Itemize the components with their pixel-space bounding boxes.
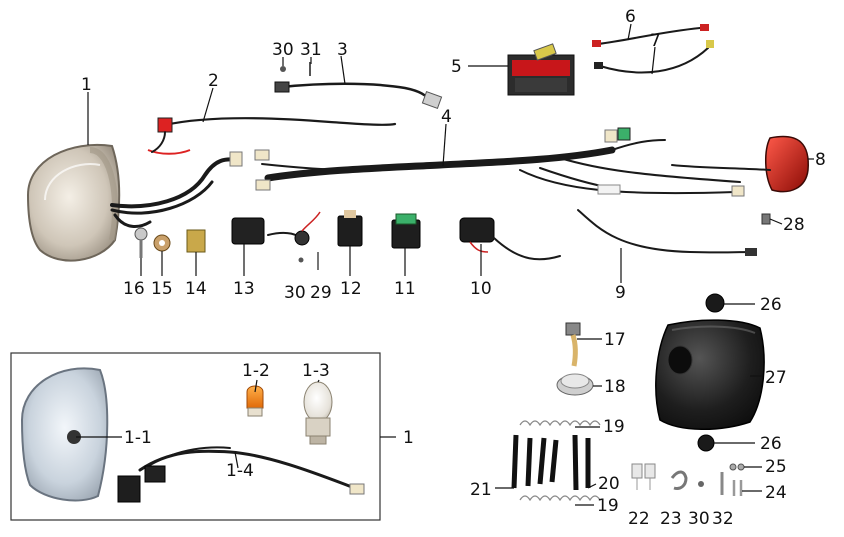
washer-15 [153,234,171,252]
headlight-assembly [26,144,243,262]
indicator-bulb-1-2 [246,385,264,417]
callout-11: 11 [394,279,416,299]
nuts-25 [729,463,745,471]
callout-1-3: 1-3 [302,361,330,381]
fuel-cap-18 [556,373,594,396]
callout-10: 10 [470,279,492,299]
hose-clamps-19-bottom [519,495,601,502]
callout-1-4: 1-4 [226,461,254,481]
screw-30-bottom [698,481,704,487]
callout-1-1: 1-1 [124,428,152,448]
callout-2-harness: 2 [208,71,219,91]
callout-30-top: 30 [272,40,294,60]
callout-labels: 1 2 30 31 3 4 5 6 7 8 28 9 16 15 14 13 3… [81,7,826,529]
screws-30-29 [298,252,319,270]
leader-lines [76,23,814,506]
callout-18: 18 [604,377,626,397]
relay-12 [337,210,363,247]
cdi-unit-11 [391,213,421,249]
callout-12: 12 [340,279,362,299]
filter-22 [631,463,656,490]
callout-13: 13 [233,279,255,299]
callout-16: 16 [123,279,145,299]
callout-6: 6 [625,7,636,27]
module-13 [231,211,321,246]
callout-1-inset: 1 [403,428,414,448]
callout-7: 7 [650,31,661,51]
callout-19-top: 19 [603,417,625,437]
grommet-26-top [705,293,725,313]
headlight-bulb-1-3 [303,381,333,445]
callout-26-top: 26 [760,295,782,315]
callout-9: 9 [615,283,626,303]
callout-15: 15 [151,279,173,299]
battery-cables [592,24,714,74]
lead-wire-9 [577,209,757,256]
callout-20: 20 [598,474,620,494]
hoses-21 [511,434,559,489]
callout-17: 17 [604,330,626,350]
tail-light [671,135,809,193]
callout-23: 23 [660,509,682,529]
callout-26-bottom: 26 [760,434,782,454]
callout-29: 29 [310,283,332,303]
callout-31: 31 [300,40,322,60]
callout-22: 22 [628,509,650,529]
headlight-socket-harness-1-4 [117,446,365,503]
bolts-24 [732,480,743,496]
callout-3: 3 [337,40,348,60]
fuel-tank-27 [655,319,765,430]
callout-30-bottom: 30 [688,509,710,529]
ignition-coil-10 [459,217,561,261]
callout-1-headlight: 1 [81,75,92,95]
callout-27: 27 [765,368,787,388]
clip-14 [186,229,206,253]
ignition-harness [147,117,397,155]
bolt-16 [134,227,148,258]
callout-24: 24 [765,483,787,503]
grommet-26-bottom [697,434,715,452]
battery [507,43,575,96]
callout-5-battery: 5 [451,57,462,77]
sensor-lead [274,62,443,110]
callout-14: 14 [185,279,207,299]
hoses-20 [572,434,591,491]
callout-25: 25 [765,457,787,477]
hose-clamps-19-top [519,420,601,427]
callout-28: 28 [783,215,805,235]
callout-19-bottom: 19 [597,496,619,516]
part-28-clip [761,213,771,225]
fitting-23 [670,470,688,490]
headlight-reflector-1-1 [20,367,109,502]
callout-1-2: 1-2 [242,361,270,381]
main-wiring-harness [254,127,745,197]
fuel-line-17 [565,322,581,367]
callout-32: 32 [712,509,734,529]
callout-8-taillight: 8 [815,150,826,170]
callout-21: 21 [470,480,492,500]
callout-4-main-harness: 4 [441,107,452,127]
callout-30-mid: 30 [284,283,306,303]
